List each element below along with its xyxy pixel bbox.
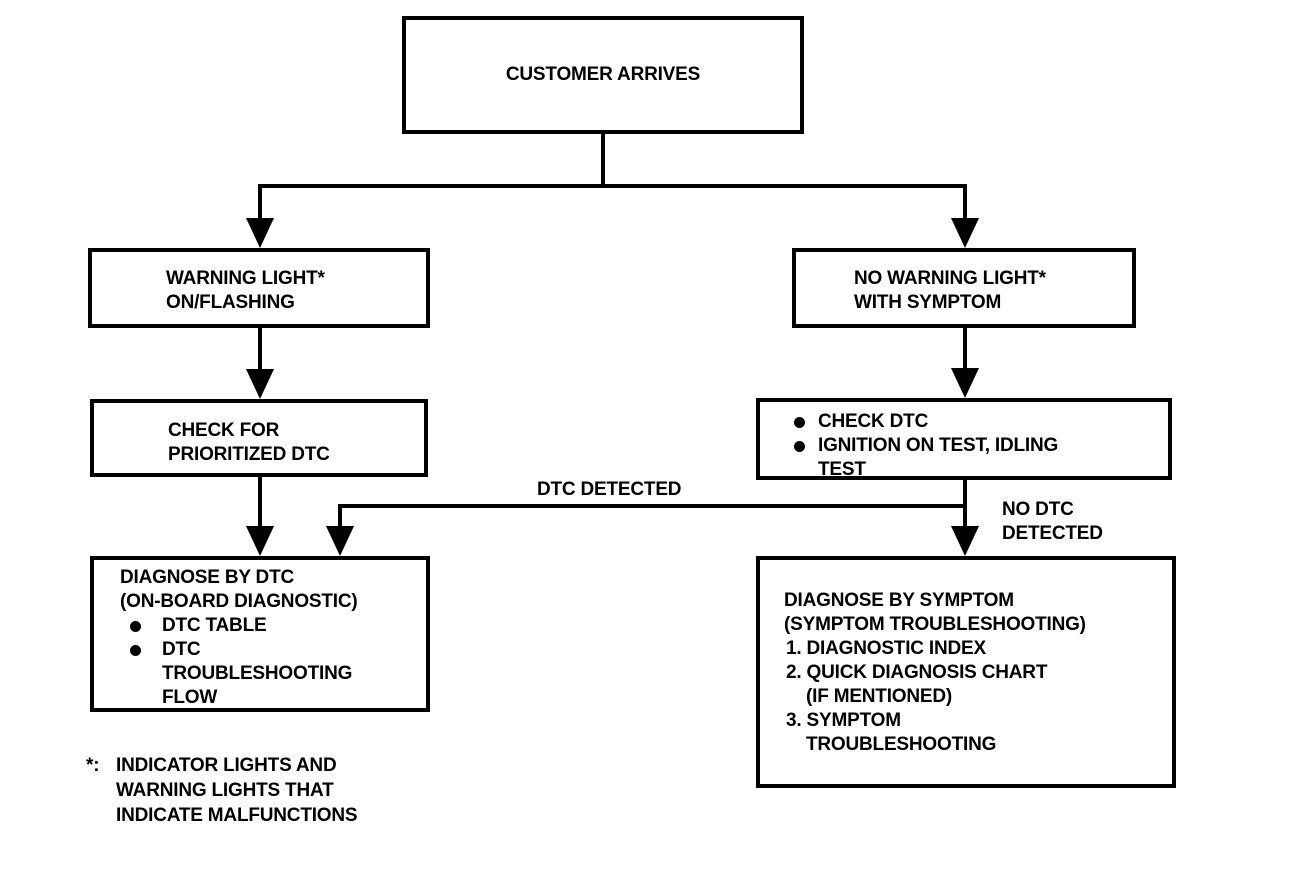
footnote-marker: *: [86,755,100,776]
arrowhead-warning-to-check [246,369,274,399]
bullet-dot-icon [130,621,141,632]
check-prioritized-dtc-box: CHECK FOR PRIORITIZED DTC [90,399,428,477]
no-dtc-detected-line: DETECTED [1002,523,1103,544]
diagnose-symptom-item: 1. DIAGNOSTIC INDEX [786,638,986,659]
bullet-dot-icon [794,417,805,428]
arrowhead-left-top [246,218,274,248]
diagnose-symptom-item: 2. QUICK DIAGNOSIS CHART [786,662,1048,683]
footnote-text: INDICATOR LIGHTS AND WARNING LIGHTS THAT… [86,753,358,828]
bullet-dot-icon [130,645,141,656]
footnote: *: INDICATOR LIGHTS AND WARNING LIGHTS T… [86,753,358,828]
customer-arrives-box: CUSTOMER ARRIVES [402,16,804,134]
arrowhead-to-diagnose-dtc-a [246,526,274,556]
check-prioritized-line-2: PRIORITIZED DTC [168,444,330,465]
warning-light-line-1: WARNING LIGHT* [166,268,325,289]
customer-arrives-text: CUSTOMER ARRIVES [505,64,701,85]
diagnose-by-dtc-box: DIAGNOSE BY DTC (ON-BOARD DIAGNOSTIC) DT… [90,556,430,712]
diagnose-symptom-title: DIAGNOSE BY SYMPTOM [784,590,1014,611]
diagnose-symptom-subtitle: (SYMPTOM TROUBLESHOOTING) [784,614,1086,635]
no-warning-light-box: NO WARNING LIGHT* WITH SYMPTOM [792,248,1136,328]
footnote-line: WARNING LIGHTS THAT [116,780,334,801]
check-prioritized-line-1: CHECK FOR [168,420,280,441]
dtc-detected-label: DTC DETECTED [537,479,682,500]
footnote-line: INDICATE MALFUNCTIONS [116,805,358,826]
diagnose-symptom-item-continuation: (IF MENTIONED) [806,686,953,707]
footnote-line: INDICATOR LIGHTS AND [116,755,337,776]
arrowhead-to-diagnose-dtc-b [326,526,354,556]
check-dtc-bullet-text: CHECK DTC [818,411,929,432]
warning-light-box: WARNING LIGHT* ON/FLASHING [88,248,430,328]
diagnose-dtc-title: DIAGNOSE BY DTC [120,567,295,588]
diagnose-dtc-bullet-text: DTC TABLE [162,615,267,636]
no-warning-light-line-2: WITH SYMPTOM [854,292,1002,313]
diagnose-dtc-bullet-text: DTC [162,639,201,660]
no-dtc-detected-line: NO DTC [1002,499,1074,520]
check-dtc-bullet-item: CHECK DTC [794,410,1168,434]
diagnose-dtc-continuation: FLOW [162,687,218,708]
no-warning-light-line-1: NO WARNING LIGHT* [854,268,1046,289]
diagnose-by-symptom-box: DIAGNOSE BY SYMPTOM (SYMPTOM TROUBLESHOO… [756,556,1176,788]
diagnose-dtc-continuation: TROUBLESHOOTING [162,663,353,684]
warning-light-line-2: ON/FLASHING [166,292,295,313]
bullet-dot-icon [794,441,805,452]
no-dtc-detected-label: NO DTC DETECTED [1002,498,1103,546]
arrowhead-right-top [951,218,979,248]
arrowhead-nowarning-to-check [951,368,979,398]
diagnose-dtc-subtitle: (ON-BOARD DIAGNOSTIC) [120,591,358,612]
arrowhead-to-diagnose-symptom [951,526,979,556]
diagnose-symptom-item: 3. SYMPTOM [786,710,901,731]
check-dtc-box: CHECK DTC IGNITION ON TEST, IDLING TEST [756,398,1172,480]
diagnose-dtc-bullet-item: DTC [130,638,426,662]
check-dtc-bullet-text: IGNITION ON TEST, IDLING [818,435,1059,456]
check-dtc-continuation: TEST [818,459,866,480]
check-dtc-bullet-item: IGNITION ON TEST, IDLING [794,434,1168,458]
diagnose-dtc-bullet-item: DTC TABLE [130,614,426,638]
diagnose-symptom-item-continuation: TROUBLESHOOTING [806,734,997,755]
